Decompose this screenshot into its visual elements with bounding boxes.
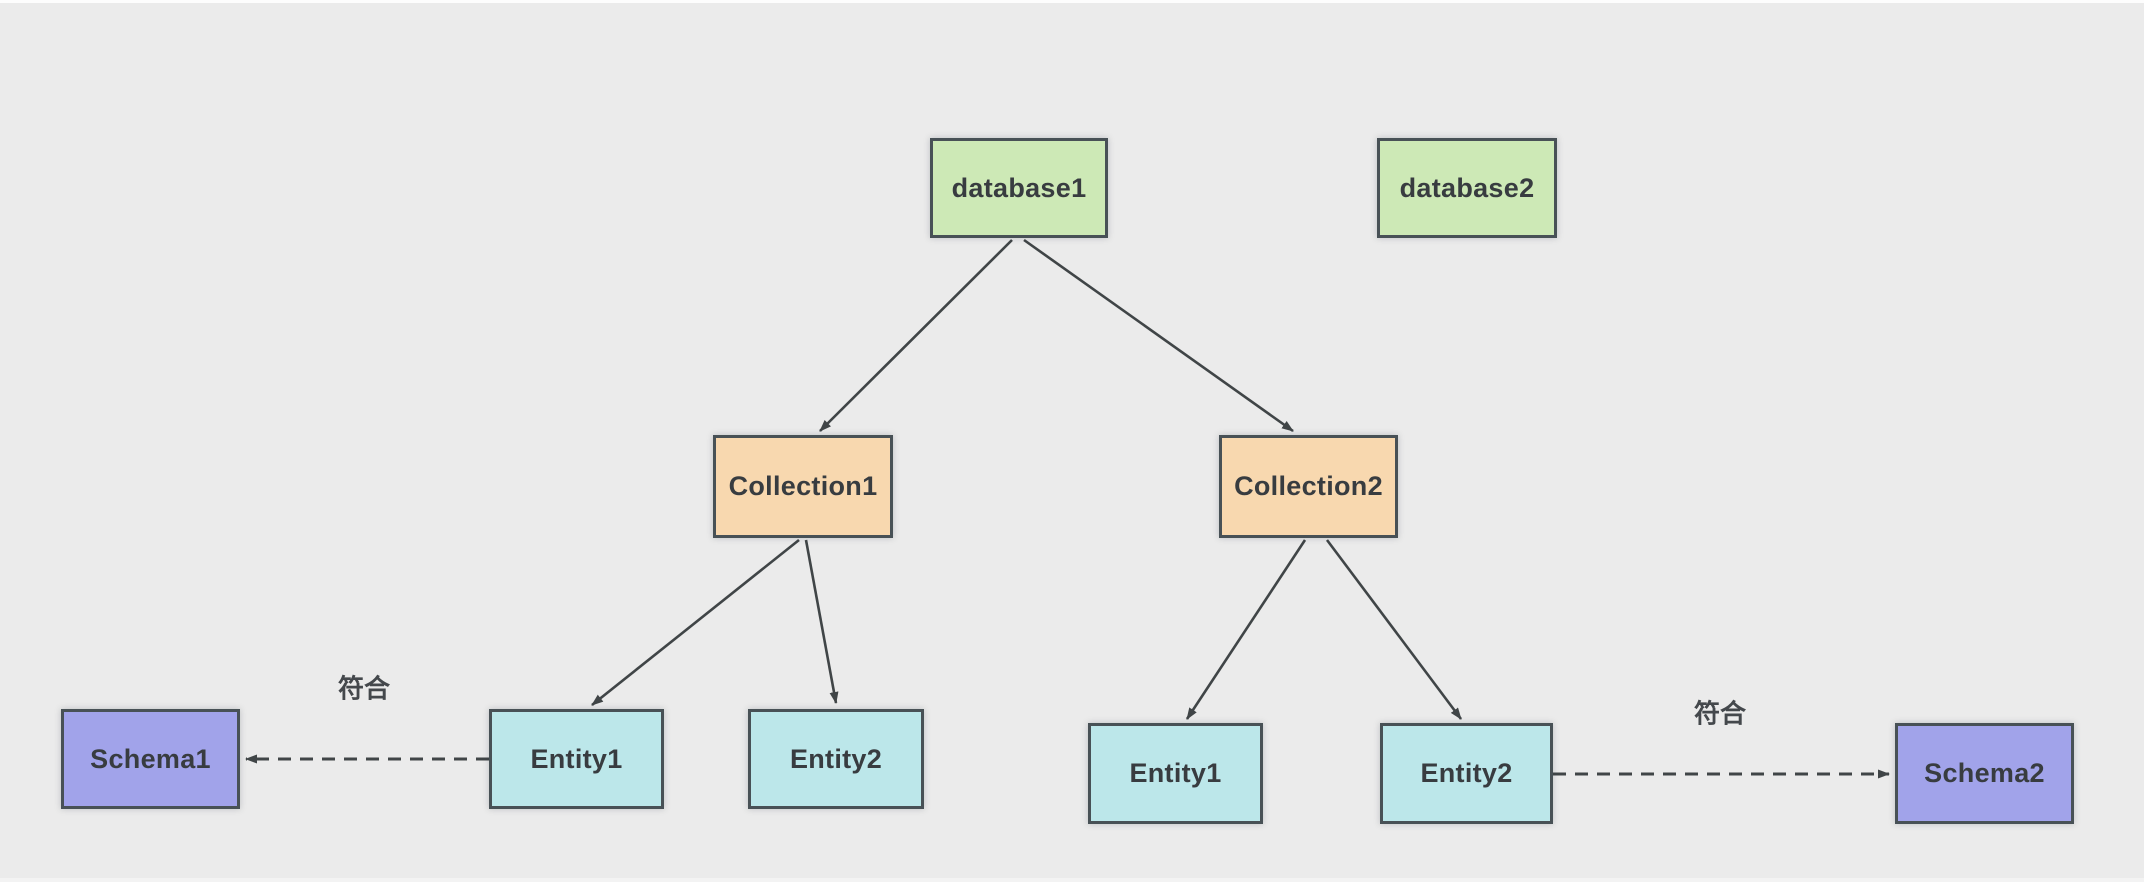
top-strip (0, 0, 2144, 3)
node-entity1-right-label: Entity1 (1129, 758, 1222, 788)
edge-collection1-to-entity2-arrow (804, 539, 839, 704)
node-schema2-label: Schema2 (1924, 758, 2045, 788)
edge-collection1-to-entity1-arrow (591, 538, 800, 707)
edge-database1-to-collection2-arrow (1023, 238, 1294, 433)
bottom-strip (0, 878, 2144, 882)
node-entity1-left-label: Entity1 (530, 743, 623, 774)
node-collection1[interactable]: Collection1 (713, 435, 893, 538)
node-entity1-right[interactable]: Entity1 (1088, 723, 1263, 824)
edge-label-conforms-left: 符合 (337, 673, 391, 704)
node-schema1-label: Schema1 (90, 743, 211, 774)
node-entity2-right-label: Entity2 (1420, 758, 1513, 788)
node-schema2[interactable]: Schema2 (1895, 723, 2074, 824)
node-entity2-left-label: Entity2 (789, 743, 883, 774)
node-database2-label: database2 (1399, 172, 1535, 203)
node-schema1[interactable]: Schema1 (61, 709, 240, 809)
edge-collection2-to-entity2-arrow (1325, 539, 1463, 720)
edge-database1-to-collection1-arrow (819, 239, 1013, 432)
node-collection2-label: Collection2 (1234, 471, 1383, 501)
node-collection1-label: Collection1 (728, 471, 878, 501)
node-entity1-left[interactable]: Entity1 (489, 709, 664, 809)
edge-collection2-to-entity1-arrow (1185, 539, 1307, 720)
node-database1[interactable]: database1 (930, 138, 1108, 238)
node-database2[interactable]: database2 (1377, 138, 1557, 238)
edge-label-conforms-right: 符合 (1693, 698, 1747, 729)
node-entity2-right[interactable]: Entity2 (1380, 723, 1553, 824)
node-collection2[interactable]: Collection2 (1219, 435, 1398, 538)
node-database1-label: database1 (951, 172, 1087, 203)
node-entity2-left[interactable]: Entity2 (748, 709, 924, 809)
